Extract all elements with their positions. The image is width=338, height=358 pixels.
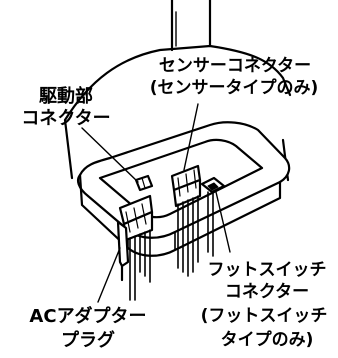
label-drive-connector-line2: コネクター bbox=[21, 108, 111, 129]
sensor-wires bbox=[177, 195, 199, 277]
label-footswitch-connector-line2: コネクター bbox=[224, 282, 310, 302]
drive-wires bbox=[129, 229, 151, 301]
sensor-connector-plug bbox=[170, 164, 202, 208]
label-footswitch-connector-line3: (フットスイッチ bbox=[200, 306, 328, 326]
footswitch-leader bbox=[215, 191, 231, 253]
ac-leader bbox=[97, 247, 121, 303]
leader-lines bbox=[81, 103, 231, 303]
label-footswitch-connector-line1: フットスイッチ bbox=[207, 260, 327, 280]
footswitch-wires bbox=[207, 191, 214, 257]
small-socket bbox=[134, 174, 154, 192]
sensor-leader bbox=[183, 103, 199, 171]
label-footswitch-connector-line4: タイプのみ) bbox=[220, 330, 314, 350]
drive-leader bbox=[81, 127, 139, 183]
label-drive-connector-line1: 駆動部 bbox=[39, 86, 93, 107]
label-ac-adapter-line1: ACアダプター bbox=[29, 306, 147, 327]
ac-adapter-plug-body bbox=[116, 220, 130, 282]
label-ac-adapter-line2: プラグ bbox=[61, 330, 115, 351]
footswitch-socket bbox=[200, 176, 226, 194]
label-sensor-connector-line2: (センサータイプのみ) bbox=[149, 78, 319, 98]
stand-pole bbox=[170, 0, 212, 52]
label-sensor-connector-line1: センサーコネクター bbox=[158, 56, 312, 76]
drive-connector-plug bbox=[118, 194, 154, 242]
